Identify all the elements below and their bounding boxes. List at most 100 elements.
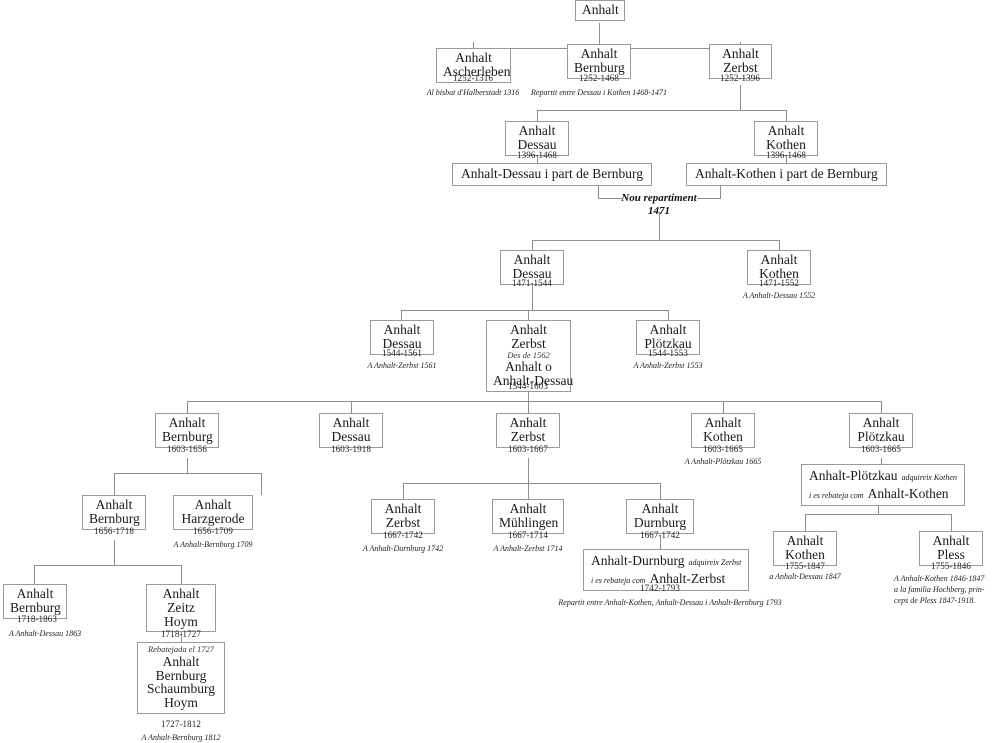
node-anhalt-dessau-1603[interactable]: Anhalt Dessau [319, 413, 383, 448]
node-note-zerbst-1667: A Anhalt-Durnburg 1742 [362, 544, 444, 553]
connector-repart-right-stub [720, 186, 721, 199]
node-label-line1: Anhalt [509, 415, 547, 430]
node-anhalt-durnburg-1667[interactable]: Anhalt Durnburg [626, 499, 694, 534]
node-years-dessau-1603: 1603-1918 [331, 444, 371, 454]
node-label-line2: Kothen [785, 546, 825, 562]
node-anhalt-bernburg-1252[interactable]: Anhalt Bernburg [567, 44, 631, 79]
connector-row1656-drop-harzgerode [261, 473, 262, 495]
node-anhalt-dessau-1396[interactable]: Anhalt Dessau [505, 121, 569, 156]
connector-row2-drop-dessau [537, 110, 538, 121]
node-anhalt-kothen-1603[interactable]: Anhalt Kothen [691, 413, 755, 448]
node-anhalt-bernburg-1656[interactable]: Anhalt Bernburg [82, 495, 146, 530]
node-years-bernburg-1252: 1252-1468 [579, 73, 619, 83]
node-label: Anhalt-Kothen i part de Bernburg [695, 166, 878, 181]
connector-row1-drop-ascherleben [473, 42, 474, 49]
node-anhalt-muhlingen-1667[interactable]: Anhalt Mühlingen [492, 499, 564, 534]
node-anhalt-kothen-1471[interactable]: Anhalt Kothen [747, 250, 811, 285]
node-years-bernburg-1656: 1656-1718 [94, 526, 134, 536]
node-label-line4: Hoym [164, 695, 198, 711]
connector-row1603-bus [187, 401, 882, 402]
node-label: Anhalt [582, 2, 619, 17]
node-anhalt-zerbst-1544[interactable]: Anhalt Zerbst Des de 1562 Anhalt o Anhal… [486, 320, 574, 392]
node-label-line2: Bernburg [574, 59, 625, 75]
connector-zerbst1252-stem [740, 85, 741, 110]
node-years-kothen-1471: 1471-1552 [759, 278, 799, 288]
node-label-line2: Dessau [512, 265, 552, 281]
node-anhalt-durnburg-merge-zerbst[interactable]: Anhalt-Durnburg adquireix Zerbst i es re… [583, 549, 750, 592]
node-anhalt-ascherleben[interactable]: Anhalt Ascherleben [436, 48, 511, 83]
node-anhalt[interactable]: Anhalt [575, 0, 625, 21]
connector-row1603-drop-zerbst [528, 401, 529, 413]
node-years-bernburg-schaumburg-hoym: 1727-1812 [161, 719, 201, 729]
connector-row1471-drop-dessau [532, 240, 533, 250]
connector-row1544-drop-dessau [401, 310, 402, 320]
node-anhalt-kothen-part-bernburg[interactable]: Anhalt-Kothen i part de Bernburg [686, 163, 887, 186]
node-label-line1: Anhalt [455, 50, 492, 65]
node-anhalt-bernburg-1603[interactable]: Anhalt Bernburg [155, 413, 219, 448]
node-anhalt-kothen-1396[interactable]: Anhalt Kothen [754, 121, 818, 156]
node-note-ascherleben: Al bisbat d'Halberstadt 1316 [426, 88, 520, 97]
connector-row2-bus [537, 110, 786, 111]
connector-row1755-drop-kothen [805, 514, 806, 531]
node-anhalt-kothen-1755[interactable]: Anhalt Kothen [773, 531, 837, 566]
connector-repart-stem [659, 212, 660, 241]
node-label-line4: Anhalt-Dessau [493, 373, 574, 389]
node-anhalt-plotzkau-1544[interactable]: Anhalt Plötzkau [636, 320, 700, 355]
node-years-zerbst-1667: 1667-1742 [383, 530, 423, 540]
node-label-line2: Bernburg [162, 428, 213, 444]
node-note-kothen-1603: A Anhalt-Plötzkau 1665 [684, 457, 762, 466]
node-anhalt-zerbst-1252[interactable]: Anhalt Zerbst [709, 44, 772, 79]
node-anhalt-dessau-1544[interactable]: Anhalt Dessau [370, 320, 434, 355]
node-note-pless-1755: A Anhalt-Kothen 1846-1847 a la familia H… [894, 574, 1000, 606]
node-anhalt-zerbst-1603[interactable]: Anhalt Zerbst [496, 413, 560, 448]
node-sublabel-renamed: Rebatejada el 1727 [147, 644, 215, 654]
node-label-line2: Zerbst [510, 428, 546, 444]
connector-bernburg1656-stem [114, 540, 115, 565]
node-anhalt-zerbst-1667[interactable]: Anhalt Zerbst [371, 499, 435, 534]
repartiment-text: Nou repartiment [621, 192, 697, 204]
node-label-line2: Zerbst [723, 59, 758, 75]
connector-zerbst1603-stem [528, 458, 529, 483]
node-years-dessau-1544: 1544-1561 [382, 348, 422, 358]
node-anhalt-plotzkau-1603[interactable]: Anhalt Plötzkau [849, 413, 913, 448]
node-anhalt-zeitz-hoym-1718[interactable]: Anhalt Zeitz Hoym [146, 584, 216, 633]
node-label-line2: Pless [937, 546, 965, 562]
connector-row1544-drop-plotzkau [668, 310, 669, 320]
node-label-line1: Anhalt [383, 322, 421, 337]
node-note-bernburg-1252: Repartit entre Dessau i Kothen 1468-1471 [531, 88, 667, 97]
node-anhalt-dessau-part-bernburg[interactable]: Anhalt-Dessau i part de Bernburg [452, 163, 652, 186]
node-label-line2: Dessau [331, 428, 371, 444]
node-anhalt-bernburg-1718[interactable]: Anhalt Bernburg [3, 584, 67, 619]
node-label-line1: Anhalt [760, 252, 798, 267]
node-label-line3: Schaumburg [147, 681, 215, 697]
node-years-bernburg-1718: 1718-1863 [17, 614, 57, 624]
node-label-line1: Anhalt [786, 533, 824, 548]
connector-repart-bar-right [697, 198, 721, 199]
node-years-bernburg-1603: 1603-1656 [167, 444, 207, 454]
node-label-line2: Zerbst [385, 514, 421, 530]
node-anhalt-harzgerode-1656[interactable]: Anhalt Harzgerode [173, 495, 253, 530]
merge-note-renamed: i es rebateja com [591, 575, 646, 585]
node-note-dessau-1544: A Anhalt-Zerbst 1561 [367, 361, 437, 370]
connector-row2-drop-kothen [786, 110, 787, 121]
repartiment-label: Nou repartiment 1471 [609, 192, 709, 217]
node-anhalt-bernburg-schaumburg-hoym[interactable]: Rebatejada el 1727 Anhalt Bernburg Schau… [137, 642, 225, 714]
connector-row1667-drop-zerbst [403, 483, 404, 499]
node-label-line2: Kothen [759, 265, 799, 281]
merge-row-1: Anhalt-Plötzkau adquireix Kothen [809, 467, 957, 485]
connector-kothen1396-to-part [786, 150, 787, 163]
connector-row1603-drop-plotzkau [881, 401, 882, 413]
node-anhalt-pless-1755[interactable]: Anhalt Pless [919, 531, 983, 566]
node-years-dessau-1396: 1396-1468 [517, 150, 557, 160]
merge-label-secondary: Anhalt-Kothen [867, 485, 949, 501]
connector-row1544-bus [401, 310, 668, 311]
node-label-line2: Kothen [766, 136, 806, 152]
node-label-line2: Durnburg [633, 514, 687, 530]
node-anhalt-dessau-1471[interactable]: Anhalt Dessau [500, 250, 564, 285]
node-label-line1: Anhalt [932, 533, 970, 548]
node-years-plotzkau-1544: 1544-1553 [648, 348, 688, 358]
node-anhalt-plotzkau-merge-kothen[interactable]: Anhalt-Plötzkau adquireix Kothen i es re… [801, 464, 965, 507]
node-note-kothen-1471: A Anhalt-Dessau 1552 [742, 291, 816, 300]
merge-label-secondary: Anhalt-Zerbst [649, 570, 726, 586]
connector-row1667-drop-durnburg [660, 483, 661, 499]
